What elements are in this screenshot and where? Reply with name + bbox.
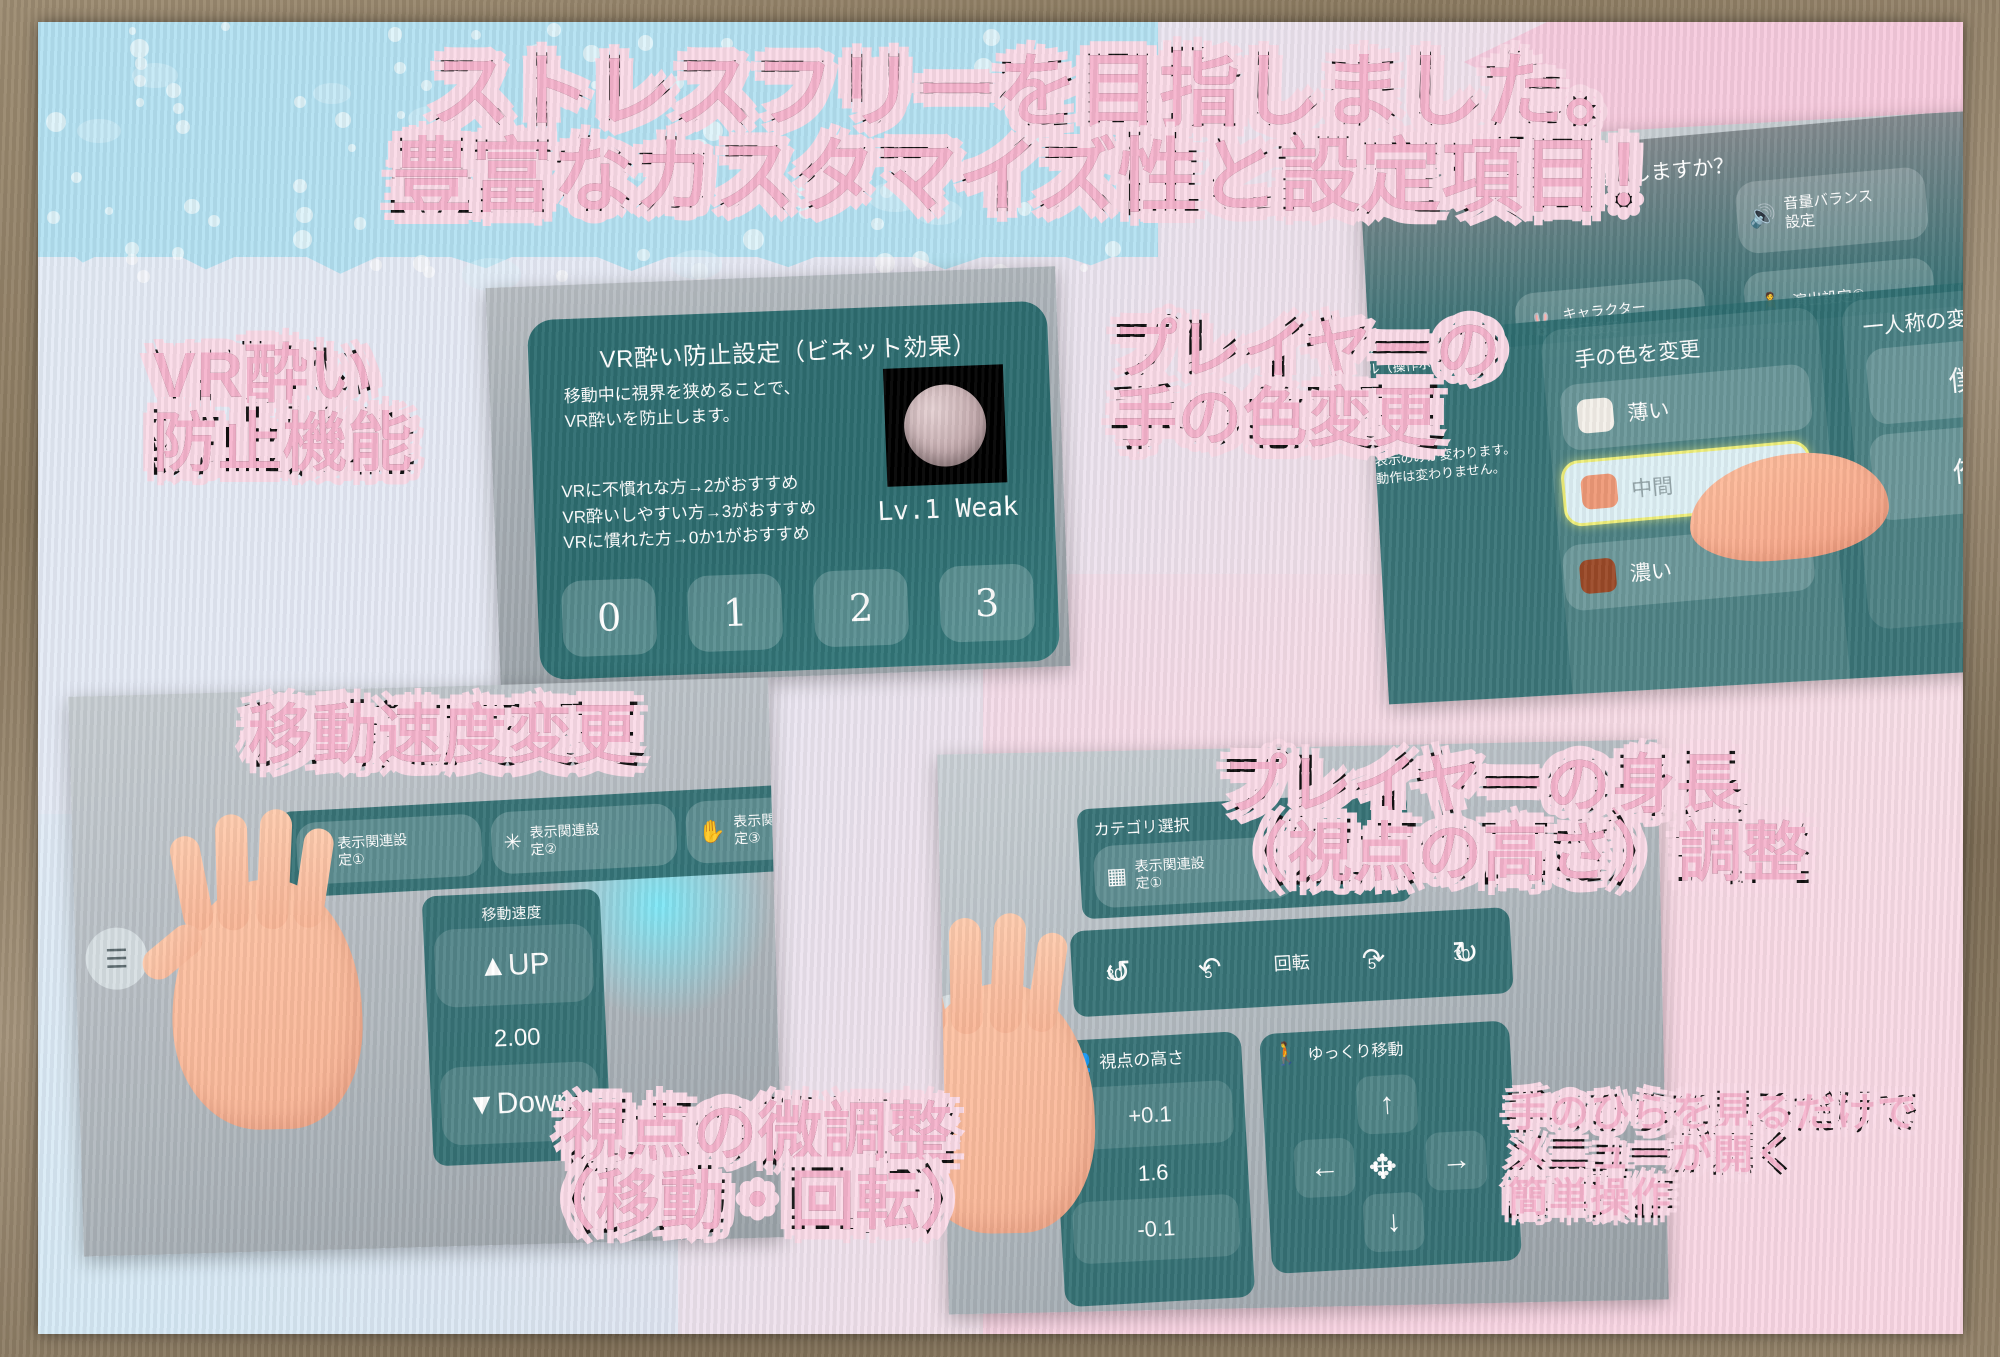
speaker-icon: 🔊 bbox=[1747, 202, 1778, 230]
pronoun-boku-label: 僕 bbox=[1947, 363, 1963, 398]
menu-item-volume-balance[interactable]: 🔊 音量バランス 設定 bbox=[1733, 165, 1930, 255]
label-vr-sickness: VR酔い 防止機能 bbox=[150, 338, 416, 480]
walking-person-icon: 🚶 bbox=[1271, 1040, 1301, 1067]
move-speed-value: 2.00 bbox=[493, 1023, 542, 1053]
move-speed-up-label: ▲UP bbox=[477, 946, 551, 984]
vignette-level-label: Lv.1 Weak bbox=[876, 491, 1019, 528]
move-right-arrow: → bbox=[1440, 1142, 1473, 1178]
rotate-left-30-label: 30 bbox=[1105, 965, 1124, 984]
rotate-right-5-label: 5 bbox=[1367, 955, 1377, 973]
slow-move-dpad: ↑ ← ✥ → ↓ bbox=[1290, 1070, 1494, 1257]
height-increase-label: +0.1 bbox=[1127, 1101, 1173, 1129]
vr-hand-left bbox=[136, 808, 366, 1133]
rotate-left-30-button[interactable]: ↺30 bbox=[1103, 953, 1133, 991]
vr-panel-description: 移動中に視界を狭めることで、 VR酔いを防止します。 bbox=[563, 378, 801, 431]
rotation-controls: ↺30 ↶5 回転 ↷5 ↻30 bbox=[1069, 907, 1514, 1018]
move-speed-up-button[interactable]: ▲UP bbox=[433, 923, 595, 1009]
screenshot-vr-sickness: VR酔い防止設定（ビネット効果） 移動中に視界を狭めることで、 VR酔いを防止し… bbox=[485, 266, 1071, 688]
background-sky-band bbox=[38, 22, 1158, 257]
dpad-center-icon: ✥ bbox=[1367, 1147, 1399, 1188]
sparkle-icon: ✳ bbox=[502, 829, 523, 856]
vignette-level-1-button[interactable]: 1 bbox=[686, 572, 784, 653]
label-move-speed: 移動速度変更 bbox=[245, 698, 641, 773]
slow-move-title: ゆっくり移動 bbox=[1307, 1041, 1405, 1064]
viewpoint-display-setting-1-label: 表示関連設 定① bbox=[1134, 853, 1205, 892]
hamburger-icon[interactable]: ☰ bbox=[84, 926, 149, 991]
rotate-left-5-label: 5 bbox=[1203, 964, 1213, 983]
rotation-label: 回転 bbox=[1273, 952, 1311, 975]
vignette-level-0-button[interactable]: 0 bbox=[560, 577, 658, 658]
display-setting-3[interactable]: ✋ 表示関連設 定③ bbox=[684, 792, 784, 865]
move-down-button[interactable]: ↓ bbox=[1362, 1191, 1426, 1253]
swatch-dark bbox=[1578, 557, 1618, 595]
move-left-arrow: ← bbox=[1308, 1150, 1341, 1185]
swatch-medium bbox=[1579, 472, 1619, 511]
display-setting-2[interactable]: ✳ 表示関連設 定② bbox=[490, 802, 679, 875]
display-setting-1-label: 表示関連設 定① bbox=[336, 830, 408, 869]
move-up-arrow: ↑ bbox=[1378, 1086, 1396, 1121]
rotate-right-30-button[interactable]: ↻30 bbox=[1450, 933, 1480, 972]
rotate-right-5-button[interactable]: ↷5 bbox=[1360, 941, 1387, 974]
height-decrease-label: -0.1 bbox=[1136, 1215, 1176, 1243]
move-up-button[interactable]: ↑ bbox=[1355, 1073, 1419, 1135]
vignette-level-3-button[interactable]: 3 bbox=[938, 563, 1036, 643]
hand-color-medium-label: 中間 bbox=[1630, 474, 1675, 502]
slow-move-card: 🚶 ゆっくり移動 ↑ ← ✥ → ↓ bbox=[1259, 1020, 1523, 1274]
menu-item-volume-label: 音量バランス 設定 bbox=[1782, 187, 1874, 232]
promo-canvas: VR酔い防止設定（ビネット効果） 移動中に視界を狭めることで、 VR酔いを防止し… bbox=[38, 22, 1963, 1334]
vignette-level-2-button[interactable]: 2 bbox=[812, 568, 910, 648]
vignette-preview-thumbnail bbox=[882, 364, 1008, 487]
category-select-label: カテゴリ選択 bbox=[1093, 817, 1191, 840]
swatch-light bbox=[1576, 396, 1615, 435]
pronoun-ore-label: 俺 bbox=[1951, 454, 1963, 489]
move-right-button[interactable]: → bbox=[1424, 1129, 1488, 1192]
label-player-height: プレイヤーの身長 （視点の高さ）調整 bbox=[1220, 748, 1811, 890]
move-left-button[interactable]: ← bbox=[1293, 1137, 1357, 1199]
label-fine-adjust: 視点の微調整 （移動・回転） bbox=[527, 1096, 988, 1238]
main-headline: ストレスフリーを目指しました。 豊富なカスタマイズ性と設定項目！ bbox=[388, 46, 1688, 222]
rotate-left-5-button[interactable]: ↶5 bbox=[1197, 950, 1223, 983]
vr-panel-recommendations: VRに不慣れな方→2がおすすめ VR酔いしやすい方→3がおすすめ VRに慣れた方… bbox=[561, 473, 817, 553]
display-setting-2-label: 表示関連設 定② bbox=[529, 820, 600, 858]
hand-color-light-label: 薄い bbox=[1626, 398, 1671, 426]
grid-icon: ▦ bbox=[1105, 862, 1128, 889]
hand-color-dark-label: 濃い bbox=[1629, 559, 1673, 586]
label-palm-menu: 手のひらを見るだけで メニューが開く 簡単操作 bbox=[1506, 1089, 1920, 1221]
label-hand-color: プレイヤーの 手の色変更 bbox=[1109, 313, 1503, 455]
vr-sickness-panel: VR酔い防止設定（ビネット効果） 移動中に視界を狭めることで、 VR酔いを防止し… bbox=[526, 300, 1061, 681]
viewpoint-height-title: 視点の高さ bbox=[1098, 1047, 1185, 1072]
move-down-arrow: ↓ bbox=[1385, 1204, 1403, 1239]
hand-icon: ✋ bbox=[697, 818, 727, 845]
rotate-right-30-label: 30 bbox=[1453, 946, 1471, 965]
background-dots bbox=[38, 22, 1158, 291]
